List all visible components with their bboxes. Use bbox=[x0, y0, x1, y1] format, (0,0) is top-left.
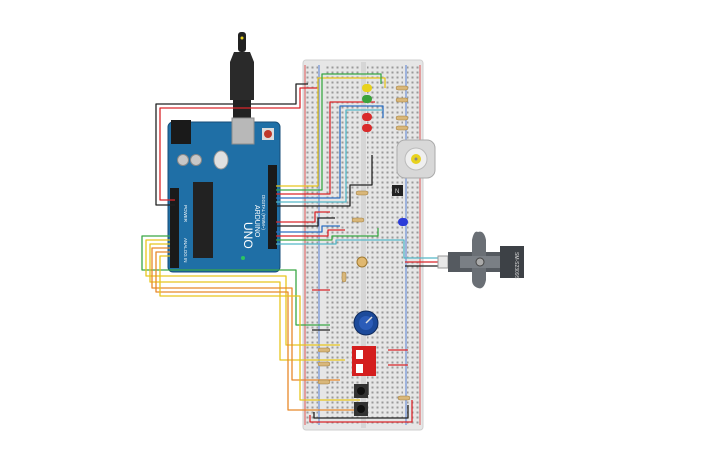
resistor bbox=[317, 379, 331, 385]
wire-blue-mid bbox=[276, 225, 340, 233]
led-red-1 bbox=[362, 113, 372, 121]
resistor bbox=[395, 97, 409, 103]
power-header-label: POWER bbox=[183, 205, 188, 223]
wire-cyan-led bbox=[276, 109, 382, 203]
led-green bbox=[362, 95, 372, 103]
led-red-2 bbox=[362, 124, 372, 132]
arduino-brand-label: ARDUINO bbox=[253, 205, 260, 238]
wire-cyan-servo bbox=[276, 239, 440, 259]
leds bbox=[362, 84, 408, 226]
arduino-model-label: UNO bbox=[241, 222, 255, 249]
wire-blue-led bbox=[276, 105, 384, 199]
resistor bbox=[395, 125, 409, 131]
svg-text:N: N bbox=[395, 189, 399, 195]
transistor-icon: N bbox=[392, 185, 403, 196]
wires bbox=[141, 73, 440, 423]
arduino-uno-board: ARDUINO UNO DIGITAL (PWM~) POWER ANALOG … bbox=[167, 117, 281, 273]
wire-orange-analog-2 bbox=[155, 251, 355, 411]
resistor bbox=[317, 347, 331, 353]
usb-cable-icon bbox=[230, 32, 254, 130]
wire-green-led bbox=[276, 73, 382, 191]
wire-red-mid bbox=[276, 211, 330, 223]
wire-black-mid bbox=[276, 217, 335, 227]
dip-switch-icon bbox=[352, 346, 376, 376]
digital-header-label: DIGITAL (PWM~) bbox=[261, 195, 266, 230]
analog-header-label: ANALOG IN bbox=[183, 238, 188, 263]
resistor bbox=[317, 361, 331, 367]
wire-red-power bbox=[159, 87, 318, 201]
servo-motor-icon: SM-S2309S bbox=[437, 231, 524, 289]
servo-label: SM-S2309S bbox=[513, 252, 519, 280]
wire-red-bottom bbox=[309, 400, 413, 423]
resistor bbox=[341, 271, 347, 283]
wire-black-gnd bbox=[155, 83, 308, 206]
led-yellow bbox=[362, 84, 372, 92]
resistor bbox=[355, 190, 369, 196]
resistor bbox=[351, 217, 365, 223]
resistors bbox=[317, 85, 411, 401]
dc-motor-icon bbox=[396, 139, 436, 179]
pushbutton-icon bbox=[354, 384, 368, 416]
wire-green-mid bbox=[276, 228, 379, 241]
wire-green-analog bbox=[141, 235, 330, 326]
wire-yellow-analog-1 bbox=[145, 239, 340, 346]
wire-red-led bbox=[276, 101, 375, 195]
photoresistor-icon bbox=[356, 256, 368, 268]
led-blue bbox=[398, 218, 408, 226]
wire-black-transistor bbox=[276, 155, 373, 207]
resistor bbox=[395, 115, 409, 121]
potentiometer-icon bbox=[353, 310, 379, 336]
resistor bbox=[397, 395, 411, 401]
wire-red-mid-2 bbox=[276, 229, 345, 237]
wire-yellow-led bbox=[276, 77, 386, 187]
wire-yellow-analog-3 bbox=[159, 255, 360, 401]
resistor bbox=[395, 85, 409, 91]
wire-black-bottom bbox=[313, 405, 409, 419]
wire-yellow-analog-2 bbox=[149, 243, 345, 361]
